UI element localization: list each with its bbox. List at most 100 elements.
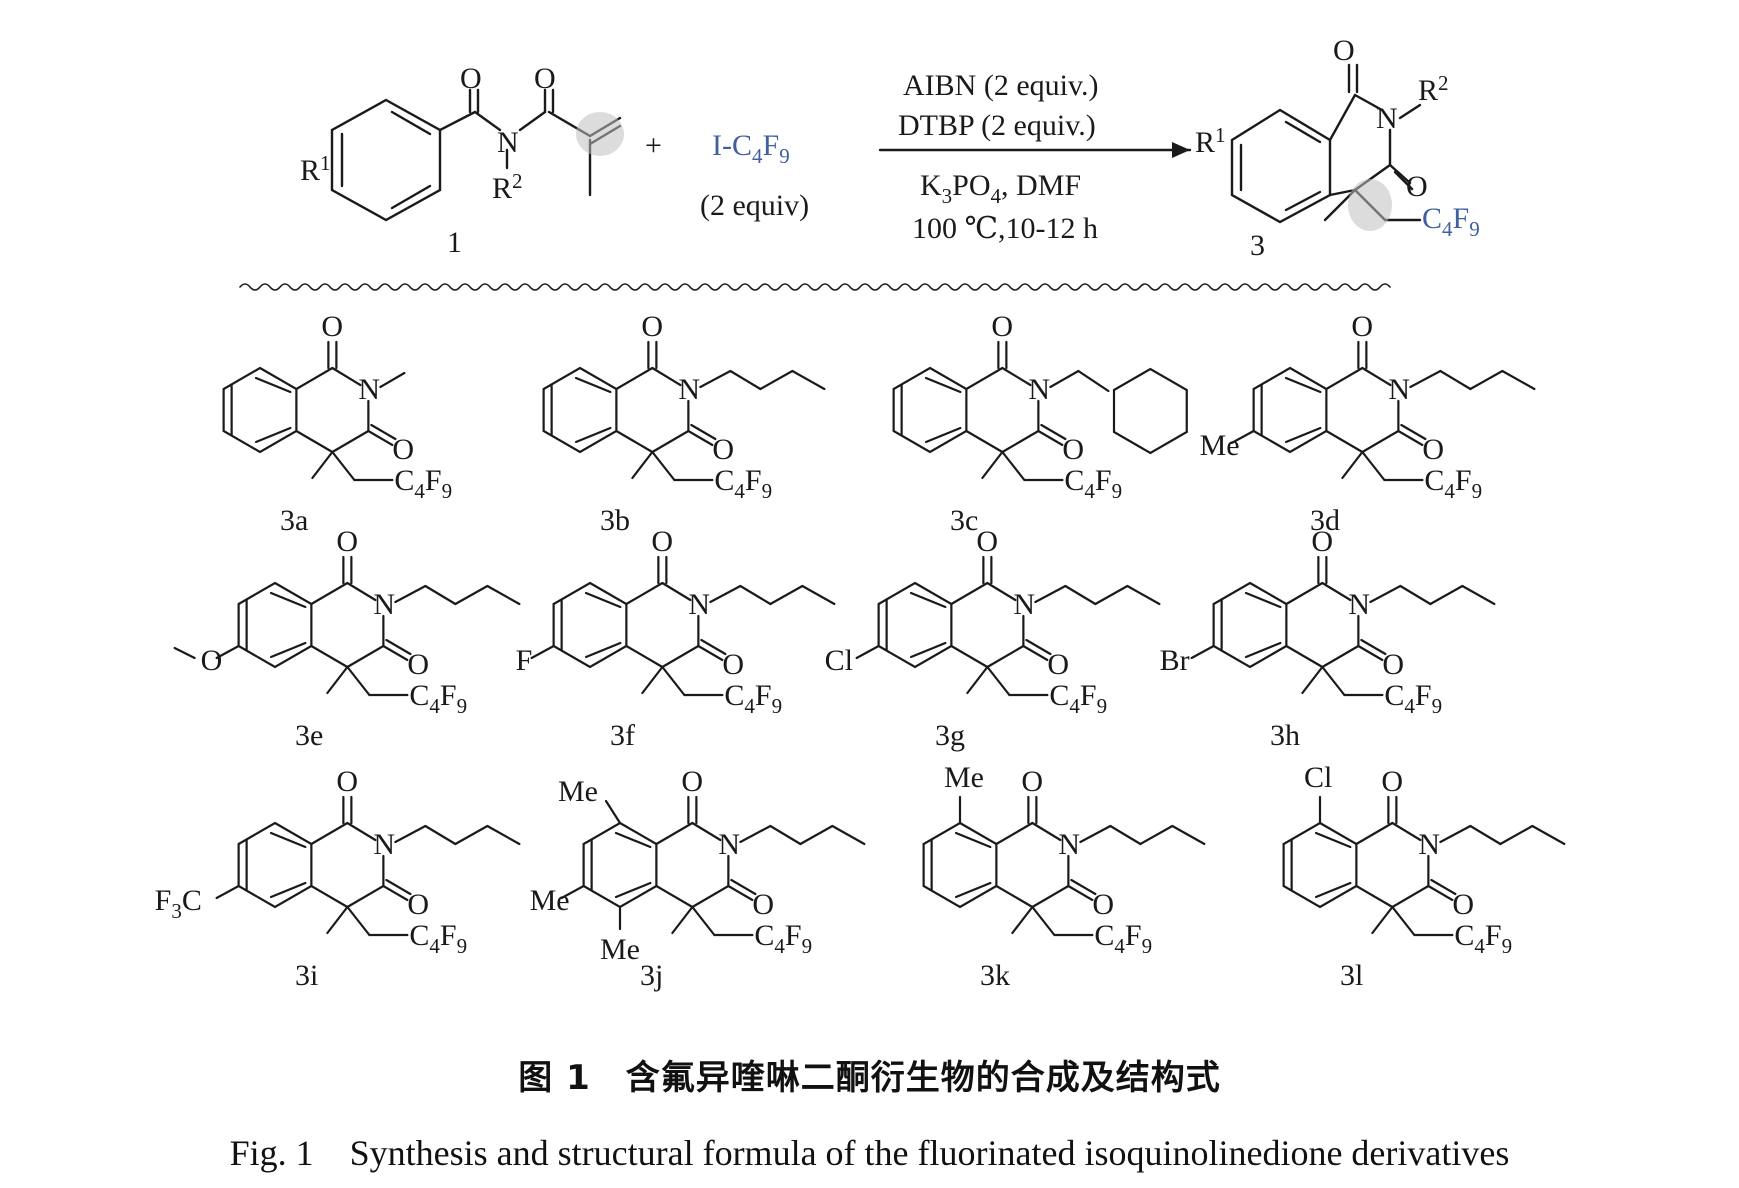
condition-aibn: AIBN (2 equiv.) [903,69,1099,102]
amide-N: N [1418,828,1440,861]
reaction-equation [239,63,1422,291]
carbonyl-O: O [1422,433,1444,466]
carbonyl-O: O [752,888,774,921]
amide-N: N [1058,828,1080,861]
c4f9-group: C4F9 [1424,464,1482,503]
reagent-1-label: 1 [447,226,462,259]
compound-label: 3c [950,504,978,537]
amide-N: N [718,828,740,861]
compound-label: 3l [1340,959,1363,992]
carbonyl-O: O [976,525,998,558]
condition-dtbp: DTBP (2 equiv.) [898,109,1096,142]
product-R2: R2 [1418,71,1449,107]
c4f9-group: C4F9 [1049,679,1107,718]
carbonyl-O: O [1351,310,1373,343]
carbonyl-O: O [321,310,343,343]
ring-substituent: F [516,644,533,677]
amide-N: N [373,588,395,621]
peri-substituent: Cl [1304,761,1332,794]
ring-substituent: F3C [155,884,202,923]
ring-substituent: Me [530,884,570,917]
reaction-labels: R1 O O N R2 1 + I-C4F9 (2 equiv) AIBN (2… [300,34,1480,262]
carbonyl-O: O [336,765,358,798]
compound-label: 3g [935,719,965,752]
carbonyl-O: O [407,648,429,681]
amide-N: N [688,588,710,621]
figure-caption-english: Fig. 1 Synthesis and structural formula … [229,1133,1510,1173]
product-C4F9: C4F9 [1422,202,1480,241]
c4f9-group: C4F9 [754,919,812,958]
figure-caption-chinese: 图 1 含氟异喹啉二酮衍生物的合成及结构式 [518,1058,1221,1098]
carbonyl-O: O [722,648,744,681]
compound-label: 3i [295,959,318,992]
product-R1: R1 [1195,123,1226,159]
carbonyl-O: O [1452,888,1474,921]
amide-N: N [373,828,395,861]
carbonyl-O: O [1021,765,1043,798]
peri-substituent: Me [944,761,984,794]
reagent-2-formula: I-C4F9 [712,129,790,168]
carbonyl-O: O [1311,525,1333,558]
condition-temperature: 100 ℃,10-12 h [912,212,1098,245]
reagent-1-N: N [497,126,519,159]
ring-substituent: Cl [825,644,853,677]
ring-substituent-bottom: Me [600,933,640,966]
compound-label: 3f [610,719,635,752]
c4f9-group: C4F9 [1094,919,1152,958]
c4f9-group: C4F9 [724,679,782,718]
carbonyl-O: O [407,888,429,921]
c4f9-group: C4F9 [1384,679,1442,718]
c4f9-group: C4F9 [714,464,772,503]
compound-label: 3a [280,504,308,537]
carbonyl-O: O [392,433,414,466]
carbonyl-O: O [1062,433,1084,466]
product-label: 3 [1250,229,1265,262]
compound-label: 3j [640,959,663,992]
amide-N: N [1028,373,1050,406]
carbonyl-O: O [641,310,663,343]
reagent-1-O2: O [534,62,556,95]
carbonyl-O: O [1382,648,1404,681]
amide-N: N [678,373,700,406]
product-O2: O [1406,170,1428,203]
c4f9-group: C4F9 [409,919,467,958]
condition-base: K3PO4, DMF [920,169,1081,208]
reagent-1-O1: O [460,62,482,95]
compound-label: 3k [980,959,1010,992]
carbonyl-O: O [681,765,703,798]
compound-label: 3h [1270,719,1300,752]
product-O1: O [1333,34,1355,67]
reagent-1-R1: R1 [300,151,331,187]
compound-grid: ONOC4F93aONOC4F93bONOC4F93cONOC4F9Me3dON… [155,310,1566,992]
carbonyl-O: O [1047,648,1069,681]
carbonyl-O: O [712,433,734,466]
amide-N: N [358,373,380,406]
c4f9-group: C4F9 [1454,919,1512,958]
wavy-divider [239,283,1391,291]
c4f9-group: C4F9 [1064,464,1122,503]
product-3-structure [1230,63,1422,231]
compound-label: 3e [295,719,323,752]
carbonyl-O: O [651,525,673,558]
ring-substituent-top: Me [558,775,598,808]
compound-label: 3d [1310,504,1340,537]
reagent-1-structure [330,88,624,222]
amide-N: N [1388,373,1410,406]
c4f9-group: C4F9 [394,464,452,503]
ring-substituent: Br [1160,644,1190,677]
product-N: N [1376,102,1398,135]
ring-substituent: Me [1200,429,1240,462]
c4f9-group: C4F9 [409,679,467,718]
carbonyl-O: O [991,310,1013,343]
